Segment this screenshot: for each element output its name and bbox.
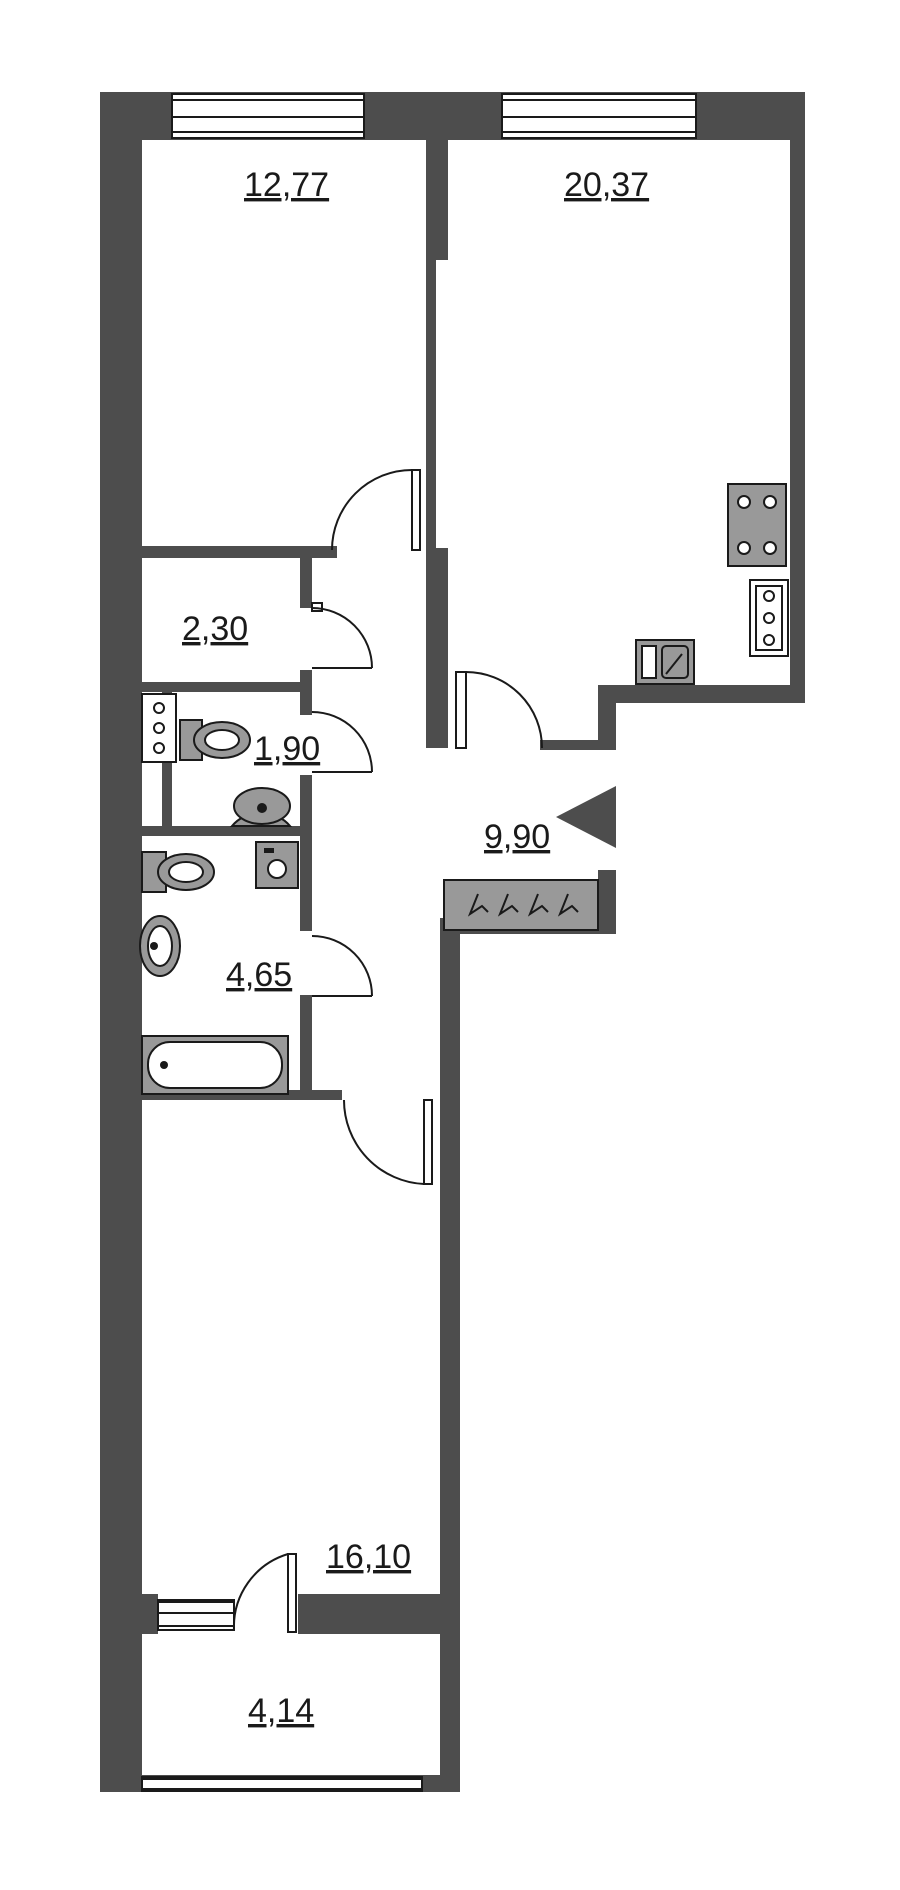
door-icon (342, 1099, 433, 1185)
kitchen-counter-icon (749, 579, 789, 657)
outer-wall-right-upper (790, 92, 805, 700)
bathroom-right-wall-bottom (300, 995, 312, 1095)
toilet-area: 1,90 (254, 730, 320, 768)
washing-machine-icon (255, 841, 299, 889)
partition-bedroom-kitchen-top (426, 140, 448, 260)
washbasin-icon (139, 915, 181, 977)
outer-wall-left (100, 92, 142, 1792)
bathtub-icon (141, 1035, 289, 1095)
toilet-icon (179, 719, 251, 761)
storage-right-wall-top (300, 546, 312, 608)
shelf-icon (141, 693, 177, 763)
kitchen-bottom-left-stub (540, 740, 616, 750)
door-icon (232, 1553, 297, 1633)
entrance-arrow-icon (556, 786, 616, 848)
storage-area: 2,30 (182, 610, 248, 648)
window-icon (141, 1776, 423, 1792)
doors (232, 469, 543, 1633)
walls (100, 92, 805, 1792)
bedroom-bottom-right-wall (440, 918, 460, 1778)
window-icon (171, 93, 365, 139)
windows (141, 93, 697, 1792)
door-icon (331, 469, 421, 551)
balcony-top-wall-left (142, 1594, 158, 1634)
washbasin-icon (229, 787, 293, 827)
stove-icon (727, 483, 787, 567)
door-icon (311, 935, 373, 997)
balcony-area: 4,14 (248, 1692, 314, 1730)
bedroom-bottom-area: 16,10 (326, 1538, 411, 1576)
toilet-icon (141, 851, 215, 893)
hall-right-wall (598, 870, 616, 930)
kitchen-living-area: 20,37 (564, 166, 649, 204)
door-icon (311, 711, 373, 773)
wardrobe-icon (443, 879, 599, 931)
bedroom-bottom-wall (142, 546, 337, 558)
bedroom-top-area: 12,77 (244, 166, 329, 204)
bathroom-area: 4,65 (226, 956, 292, 994)
bathroom-right-wall-top (300, 836, 312, 931)
door-icon (455, 671, 543, 749)
toilet-right-wall (300, 775, 312, 830)
partition-bedroom-kitchen-thin (426, 260, 436, 550)
window-icon (501, 93, 697, 139)
door-icon (311, 602, 373, 669)
toilet-bottom-wall (142, 826, 312, 836)
room-labels: 12,77 20,37 2,30 1,90 9,90 4,65 16,10 4,… (182, 166, 649, 1730)
partition-bedroom-kitchen-mid (426, 548, 448, 748)
storage-bottom-wall (142, 682, 312, 692)
balcony-top-wall-right (298, 1594, 460, 1634)
kitchen-step-wall (598, 685, 616, 745)
window-icon (157, 1599, 235, 1631)
storage-right-wall-bottom (300, 670, 312, 715)
sink-icon (635, 639, 695, 685)
hall-area: 9,90 (484, 818, 550, 856)
kitchen-bottom-wall (598, 685, 805, 703)
